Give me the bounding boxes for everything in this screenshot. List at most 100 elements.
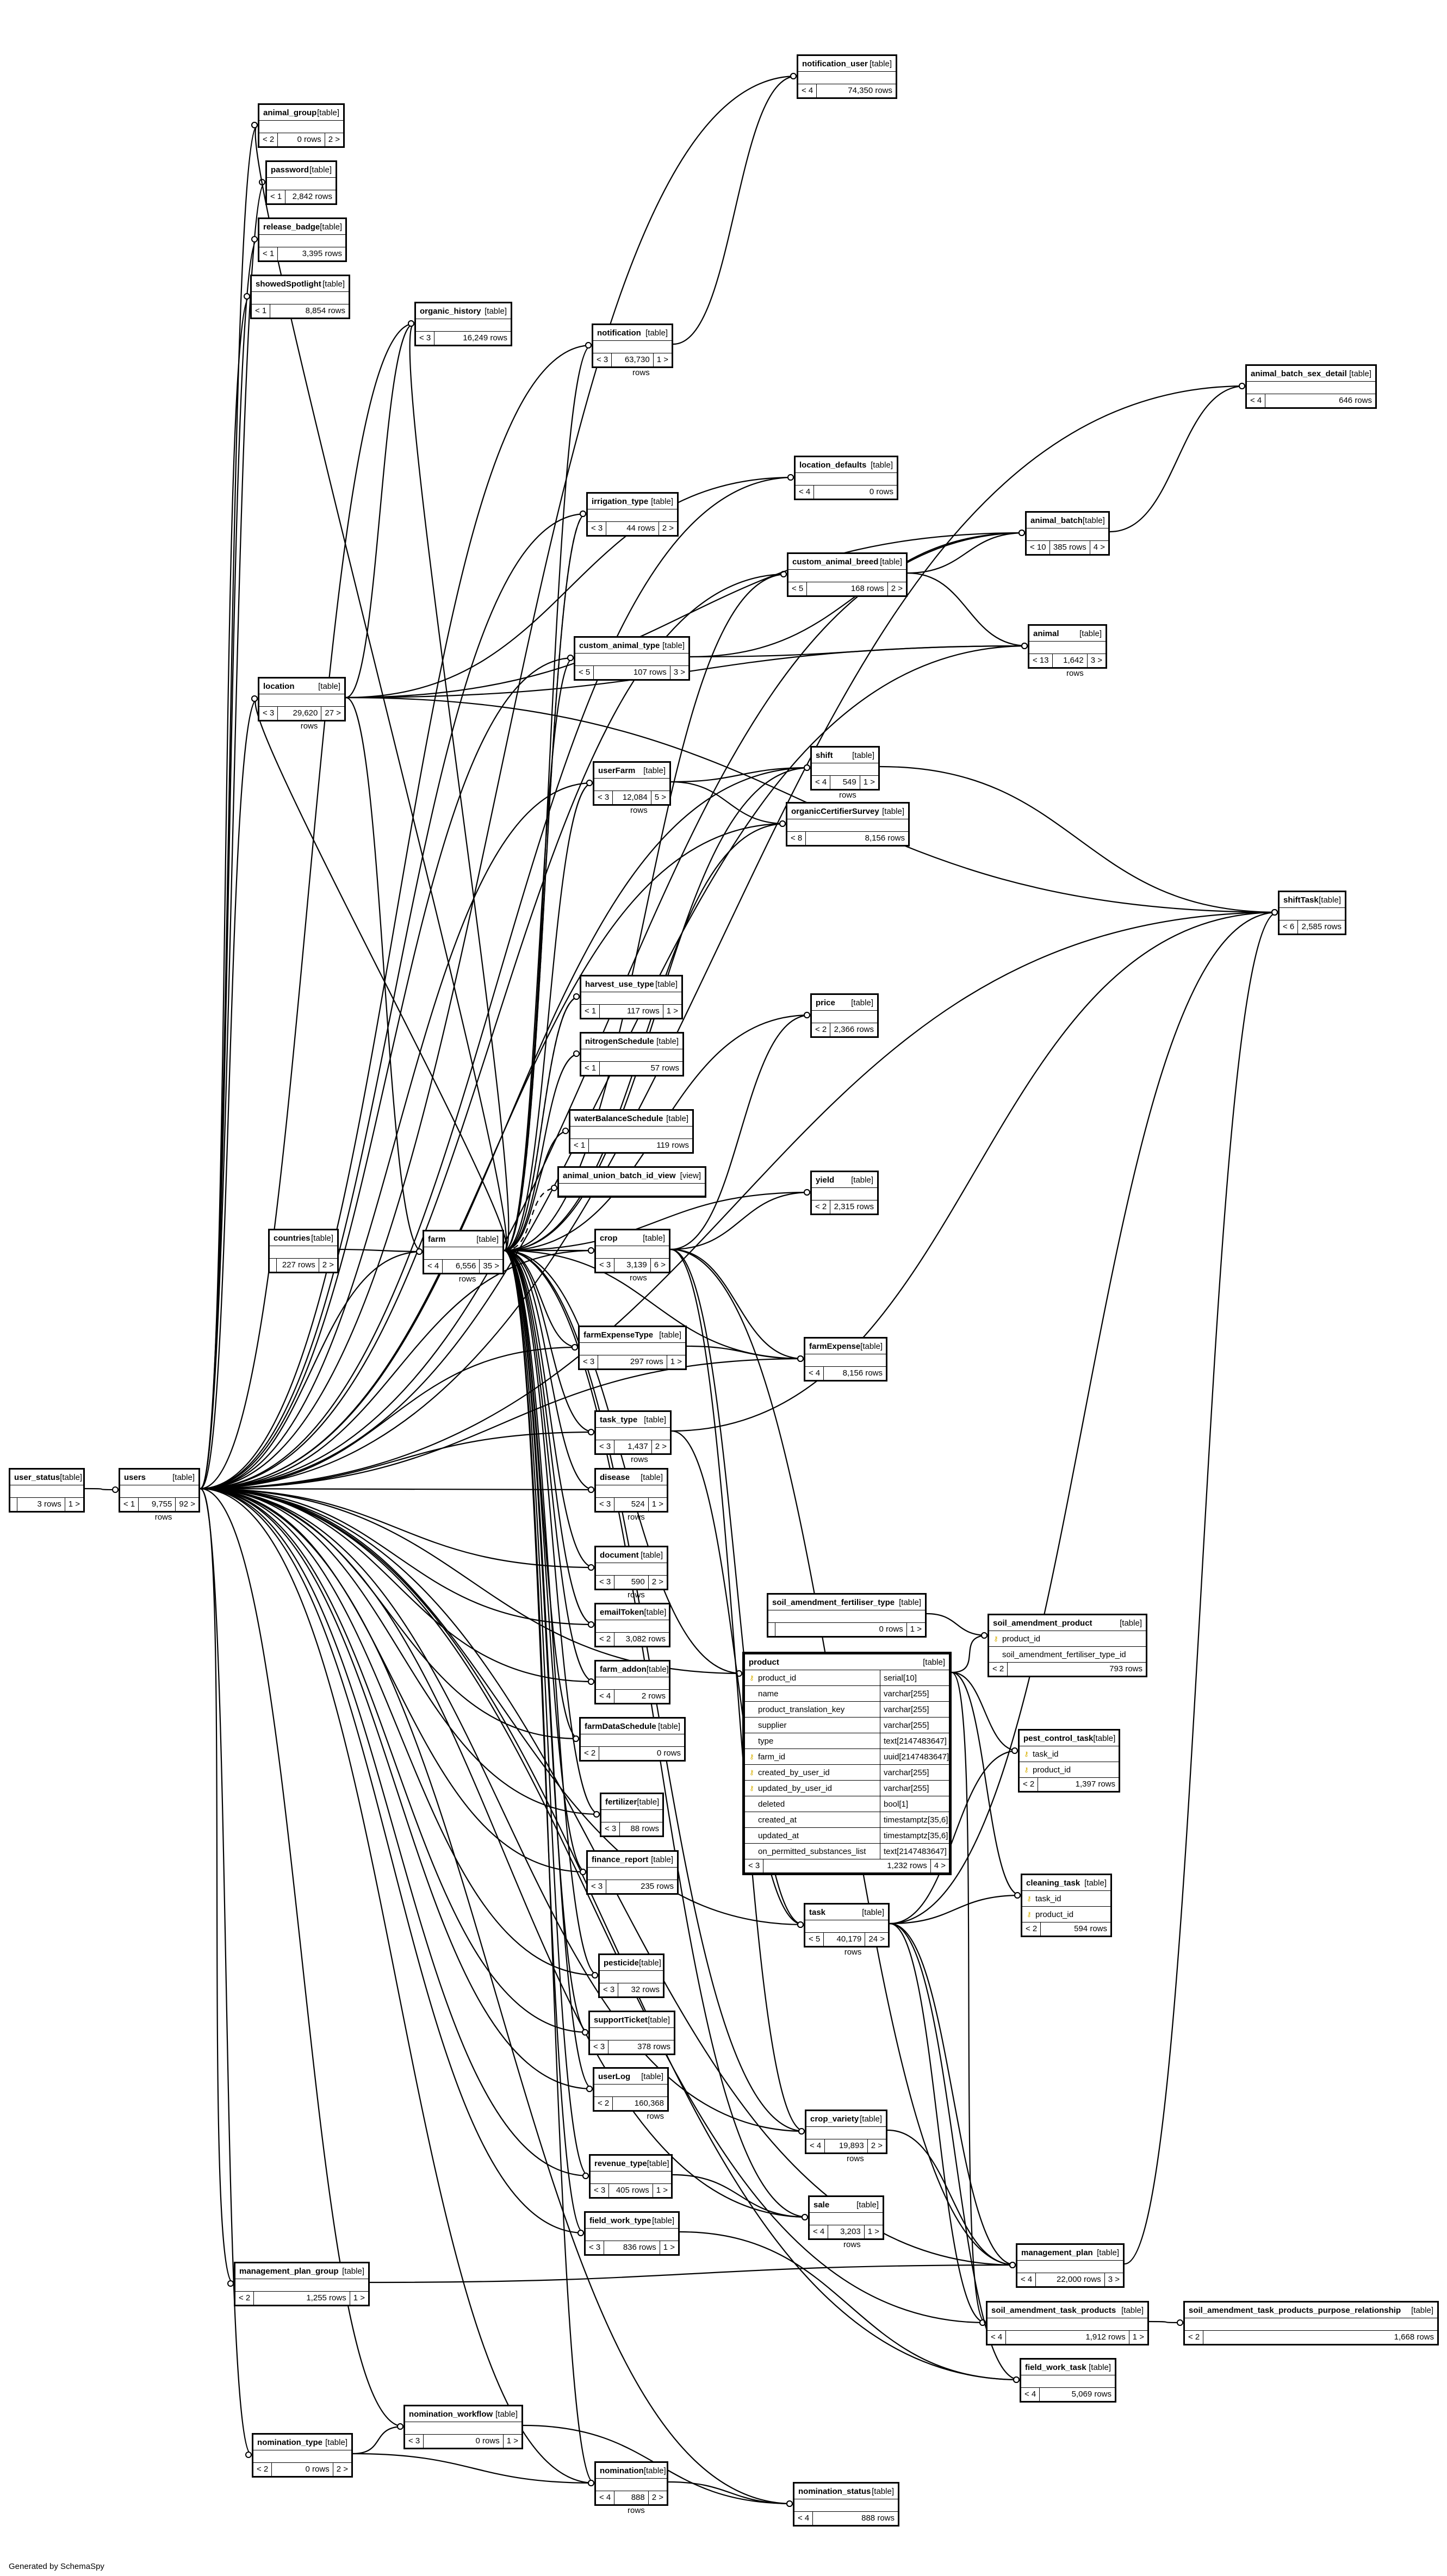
children-count[interactable]: 2 >: [322, 1260, 334, 1270]
parents-count[interactable]: < 3: [405, 2435, 424, 2448]
parents-count[interactable]: < 4: [812, 776, 831, 789]
table-soil_amendment_fertiliser_type[interactable]: soil_amendment_fertiliser_type[table]0 r…: [767, 1593, 927, 1638]
table-cleaning_task[interactable]: cleaning_task[table]⚷task_id⚷product_id<…: [1021, 1874, 1112, 1937]
parents-count[interactable]: < 2: [581, 1747, 600, 1760]
parents-count[interactable]: < 2: [594, 2097, 613, 2110]
parents-count[interactable]: < 2: [989, 1663, 1008, 1676]
parents-count[interactable]: < 10: [1027, 541, 1050, 554]
parents-count[interactable]: < 3: [591, 2184, 610, 2197]
children-count[interactable]: 35 >: [483, 1261, 499, 1271]
parents-count[interactable]: < 5: [788, 582, 808, 595]
parents-count[interactable]: < 4: [805, 1367, 824, 1380]
children-count[interactable]: 1 >: [656, 355, 668, 364]
parents-count[interactable]: < 1: [120, 1498, 139, 1511]
parents-count[interactable]: < 2: [1185, 2331, 1204, 2344]
parents-count[interactable]: < 2: [812, 1023, 831, 1036]
children-count[interactable]: 3 >: [673, 668, 685, 677]
parents-count[interactable]: < 3: [596, 1498, 615, 1511]
children-count[interactable]: 1 >: [506, 2436, 518, 2446]
parents-count[interactable]: [270, 1259, 277, 1272]
parents-count[interactable]: < 1: [252, 304, 271, 318]
parents-count[interactable]: < 1: [259, 247, 278, 260]
parents-count[interactable]: < 2: [253, 2463, 272, 2476]
parents-count[interactable]: < 4: [806, 2139, 825, 2152]
parents-count[interactable]: < 2: [1022, 1922, 1041, 1936]
parents-count[interactable]: < 4: [424, 1260, 443, 1273]
parents-count[interactable]: < 4: [796, 486, 815, 499]
children-count[interactable]: 2 >: [336, 2465, 348, 2474]
parents-count[interactable]: < 1: [267, 190, 286, 203]
children-count[interactable]: 2 >: [651, 2493, 663, 2502]
parents-count[interactable]: [768, 1623, 775, 1636]
parents-count[interactable]: < 3: [601, 1822, 620, 1835]
parents-count[interactable]: < 3: [596, 1440, 615, 1453]
children-count[interactable]: 3 >: [1090, 656, 1102, 665]
parents-count[interactable]: < 2: [235, 2292, 254, 2305]
children-count[interactable]: 1 >: [656, 2186, 668, 2195]
parents-count[interactable]: < 5: [575, 666, 594, 679]
parents-count[interactable]: < 3: [416, 332, 435, 345]
table-soil_amendment_task_products_purpose_relationship[interactable]: soil_amendment_task_products_purpose_rel…: [1183, 2301, 1439, 2345]
table-soil_amendment_product[interactable]: soil_amendment_product[table]⚷product_id…: [988, 1614, 1147, 1677]
parents-count[interactable]: < 4: [988, 2331, 1007, 2344]
parents-count[interactable]: < 3: [745, 1859, 764, 1872]
children-count[interactable]: 5 >: [654, 793, 666, 802]
children-count[interactable]: 1 >: [1132, 2332, 1144, 2342]
parents-count[interactable]: < 3: [596, 1576, 615, 1589]
parents-count[interactable]: < 3: [593, 353, 612, 366]
children-count[interactable]: 3 >: [1108, 2275, 1120, 2284]
parents-count[interactable]: < 4: [596, 2491, 615, 2504]
parents-count[interactable]: < 1: [581, 1062, 600, 1075]
parents-count[interactable]: < 13: [1029, 654, 1053, 667]
parents-count[interactable]: < 1: [581, 1005, 600, 1018]
children-count[interactable]: 1 >: [670, 1357, 682, 1366]
children-count[interactable]: 1 >: [651, 1499, 663, 1509]
children-count[interactable]: 4 >: [934, 1861, 946, 1870]
parents-count[interactable]: < 2: [812, 1200, 831, 1214]
children-count[interactable]: 27 >: [325, 708, 341, 718]
table-pest_control_task[interactable]: pest_control_task[table]⚷task_id⚷product…: [1018, 1729, 1120, 1793]
parents-count[interactable]: < 3: [580, 1355, 599, 1368]
parents-count[interactable]: < 8: [787, 832, 806, 845]
parents-count[interactable]: < 4: [1021, 2388, 1040, 2401]
parents-count[interactable]: < 3: [594, 791, 613, 804]
children-count[interactable]: 92 >: [179, 1499, 195, 1509]
parents-count[interactable]: < 3: [596, 1259, 615, 1272]
parents-count[interactable]: < 4: [1247, 394, 1266, 407]
children-count[interactable]: 2 >: [651, 1577, 663, 1586]
parents-count[interactable]: < 3: [588, 1880, 607, 1893]
parents-count[interactable]: < 3: [600, 1983, 619, 1996]
